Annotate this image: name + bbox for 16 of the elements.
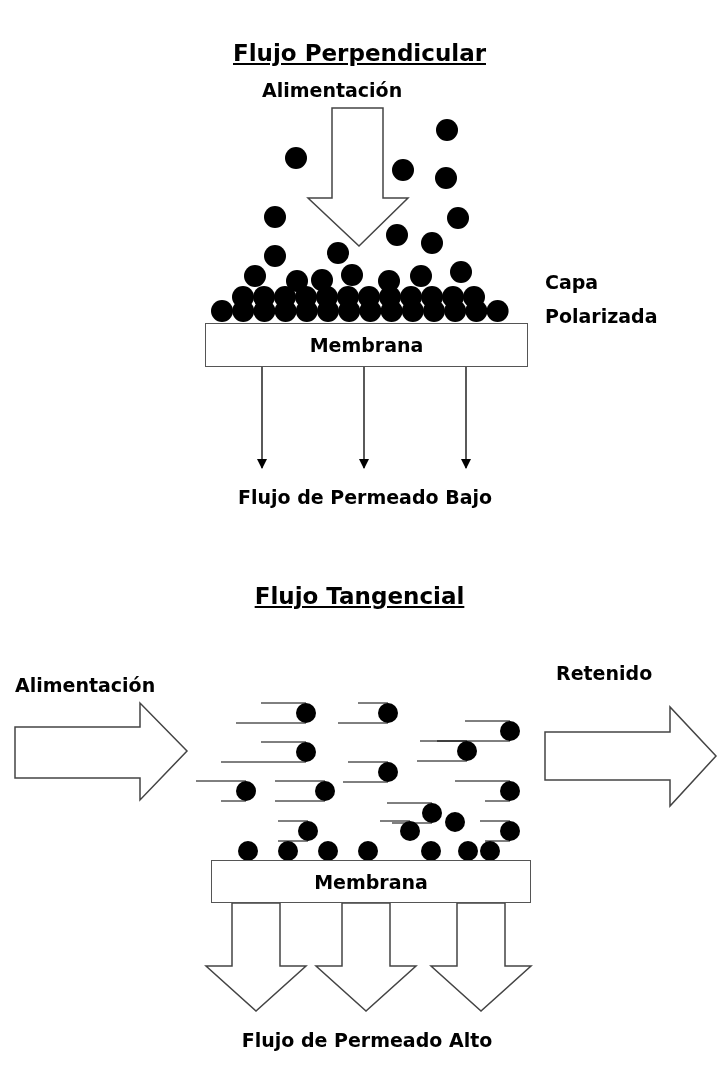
- arrow: [359, 366, 369, 469]
- retentate-label: Retenido: [556, 662, 653, 684]
- arrow: [461, 366, 471, 469]
- membrane-bar: Membrana: [211, 860, 531, 903]
- arrow: [257, 366, 267, 469]
- membrane-bar: Membrana: [205, 323, 528, 367]
- block-arrow: [429, 902, 533, 1012]
- block-arrow: [314, 902, 418, 1012]
- caption-text: Flujo de Permeado Alto: [200, 1025, 534, 1055]
- feed-label: Alimentación: [15, 674, 156, 696]
- section-heading: Flujo Tangencial: [253, 583, 466, 609]
- layer-label: Capa Polarizada: [545, 270, 659, 329]
- block-arrow: [204, 902, 308, 1012]
- caption-text: Flujo de Permeado Bajo: [200, 482, 530, 512]
- section-heading: Flujo Perpendicular: [232, 40, 487, 66]
- feed-label: Alimentación: [262, 79, 403, 101]
